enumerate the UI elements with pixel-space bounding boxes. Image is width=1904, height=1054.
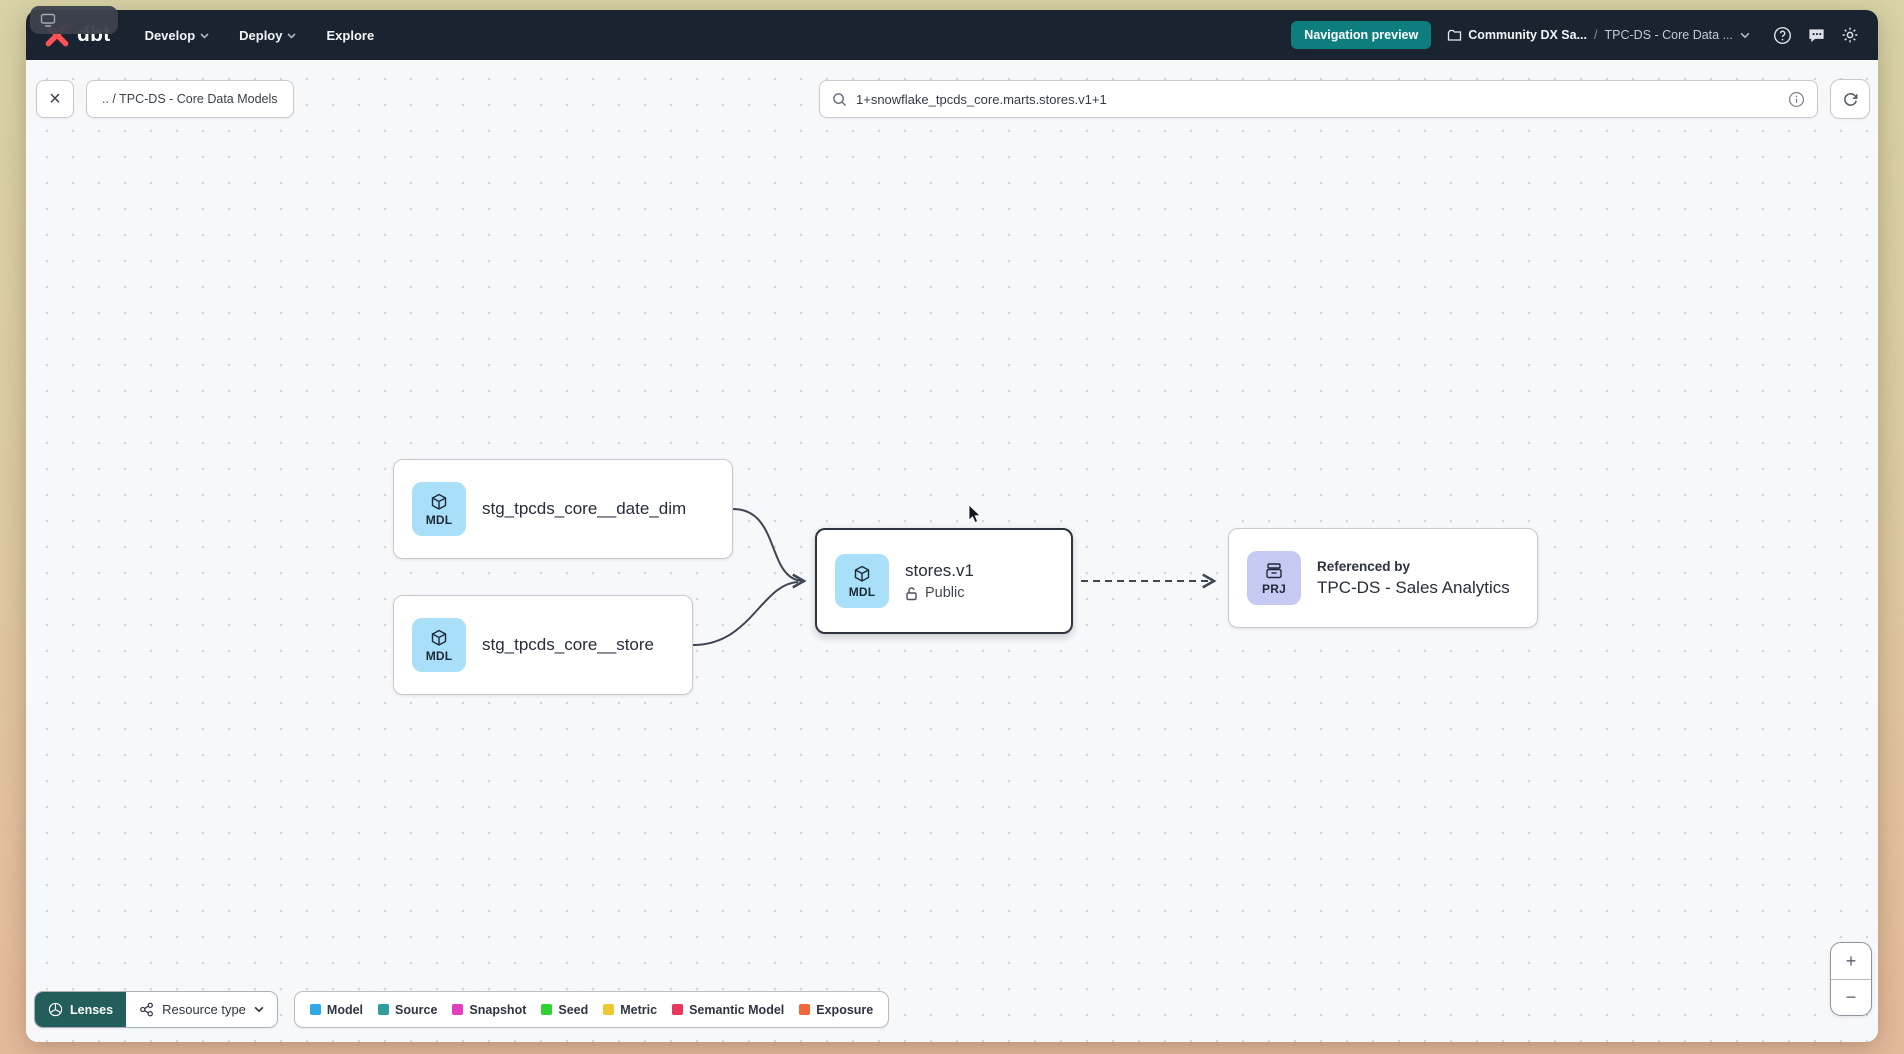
legend-swatch <box>452 1004 464 1015</box>
mouse-cursor <box>968 505 981 524</box>
legend-item-semantic-model: Semantic Model <box>672 1003 784 1017</box>
settings-gear-icon[interactable] <box>1840 25 1860 45</box>
info-icon[interactable] <box>1788 91 1805 108</box>
zoom-controls: + − <box>1830 942 1872 1016</box>
menu-develop[interactable]: Develop <box>145 28 210 43</box>
resource-type-dropdown[interactable]: Resource type <box>126 992 277 1027</box>
cube-icon <box>431 493 447 510</box>
breadcrumb-project[interactable]: Community DX Sa... <box>1447 28 1587 42</box>
chevron-down-icon <box>254 1006 264 1013</box>
legend-item-model: Model <box>309 1003 363 1017</box>
search-icon <box>833 92 847 106</box>
legend-item-snapshot: Snapshot <box>452 1003 526 1017</box>
legend-swatch <box>799 1004 811 1015</box>
model-badge: MDL <box>835 554 889 608</box>
screen-recording-tab <box>30 6 118 34</box>
node-title: stores.v1 <box>905 561 974 580</box>
lenses-button[interactable]: Lenses <box>35 992 127 1027</box>
cube-icon <box>854 565 870 582</box>
legend-item-source: Source <box>378 1003 437 1017</box>
node-title: stg_tpcds_core__store <box>482 635 654 654</box>
resource-legend: Model Source Snapshot Seed Metric <box>293 991 890 1028</box>
lineage-canvas[interactable]: × .. / TPC-DS - Core Data Models <box>26 60 1878 1042</box>
access-row: Public <box>905 585 974 601</box>
breadcrumb[interactable]: Community DX Sa... / TPC-DS - Core Data … <box>1447 28 1750 42</box>
node-stg-tpcds-core-store[interactable]: MDL stg_tpcds_core__store <box>393 595 693 695</box>
graph-nodes-icon <box>140 1002 154 1017</box>
zoom-in-button[interactable]: + <box>1845 950 1857 971</box>
top-navbar: dbt Develop Deploy Explore Navigation pr… <box>26 10 1878 60</box>
archive-icon <box>1266 562 1282 578</box>
legend-swatch <box>603 1004 615 1015</box>
node-stg-tpcds-core-date-dim[interactable]: MDL stg_tpcds_core__date_dim <box>393 459 733 559</box>
chevron-down-icon <box>287 33 297 39</box>
node-subtitle: Referenced by <box>1317 558 1411 574</box>
cube-icon <box>431 629 447 646</box>
legend-item-metric: Metric <box>603 1003 657 1017</box>
legend-item-exposure: Exposure <box>799 1003 873 1017</box>
node-title: TPC-DS - Sales Analytics <box>1317 577 1510 597</box>
node-referenced-by-sales-analytics[interactable]: PRJ Referenced by TPC-DS - Sales Analyti… <box>1228 528 1538 628</box>
legend-swatch <box>541 1004 553 1015</box>
zoom-out-button[interactable]: − <box>1831 979 1871 1015</box>
chevron-down-icon[interactable] <box>1740 32 1750 39</box>
breadcrumb-separator: / <box>1594 28 1598 42</box>
lenses-group: Lenses Resource type <box>34 991 278 1028</box>
navigation-preview-badge[interactable]: Navigation preview <box>1291 21 1432 49</box>
lineage-search-bar <box>819 80 1818 118</box>
help-icon[interactable] <box>1772 25 1792 45</box>
node-title: stg_tpcds_core__date_dim <box>482 499 687 518</box>
model-badge: MDL <box>412 618 466 672</box>
close-lineage-button[interactable]: × <box>36 80 74 118</box>
breadcrumb-page[interactable]: TPC-DS - Core Data ... <box>1604 28 1734 42</box>
legend-swatch <box>378 1004 390 1015</box>
refresh-lineage-button[interactable] <box>1830 79 1870 119</box>
app-window: dbt Develop Deploy Explore Navigation pr… <box>26 10 1878 1042</box>
folder-icon <box>1448 29 1462 41</box>
menu-explore[interactable]: Explore <box>326 27 375 43</box>
feedback-icon[interactable] <box>1806 25 1826 45</box>
footer-controls: Lenses Resource type Model <box>34 991 890 1028</box>
selector-search-input[interactable] <box>856 91 1779 107</box>
legend-swatch <box>672 1004 684 1015</box>
refresh-icon <box>1843 92 1857 106</box>
legend-item-seed: Seed <box>541 1003 588 1017</box>
main-menu: Develop Deploy Explore <box>145 28 375 43</box>
navbar-right: Navigation preview Community DX Sa... / … <box>1291 21 1860 49</box>
model-badge: MDL <box>412 482 466 536</box>
lineage-path-chip[interactable]: .. / TPC-DS - Core Data Models <box>86 80 294 118</box>
node-stores-v1-selected[interactable]: MDL stores.v1 Public <box>815 528 1073 634</box>
display-icon <box>40 13 56 27</box>
lens-aperture-icon <box>48 1002 63 1017</box>
legend-swatch <box>309 1004 321 1015</box>
menu-deploy[interactable]: Deploy <box>239 28 297 43</box>
project-badge: PRJ <box>1247 551 1301 605</box>
public-lock-icon <box>906 586 917 600</box>
chevron-down-icon <box>200 33 209 39</box>
navbar-icon-group <box>1772 25 1860 45</box>
